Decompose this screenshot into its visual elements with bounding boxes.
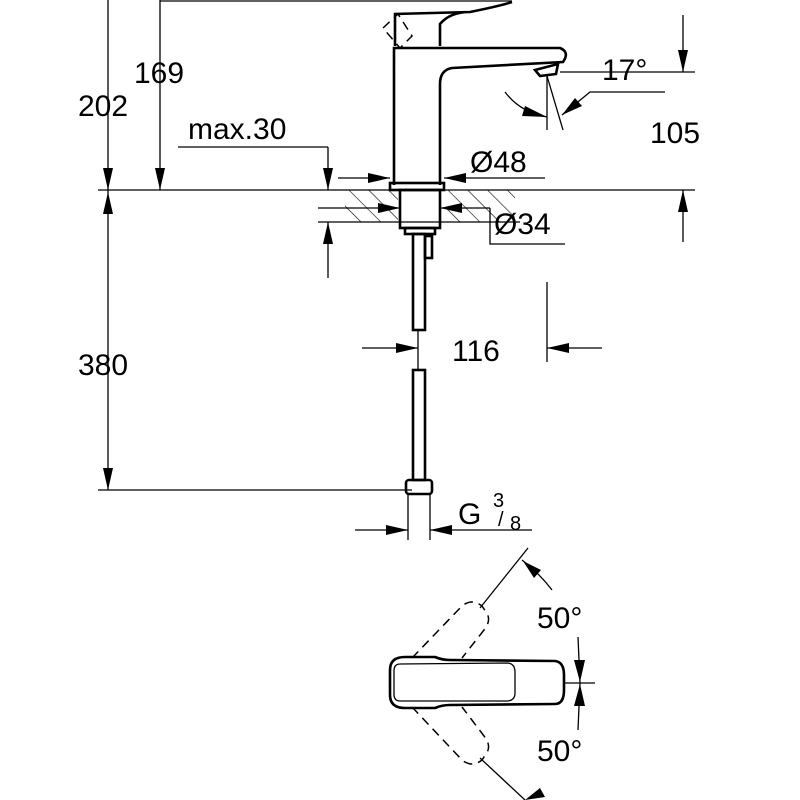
thread-dimension <box>355 525 532 535</box>
fraction-slash: / <box>498 509 504 531</box>
dim-169: 169 <box>134 57 184 90</box>
spout-angle-dimension <box>504 15 695 242</box>
height-dimensions <box>98 0 412 491</box>
dim-17deg: 17° <box>602 54 647 87</box>
dim-thread-numerator: 3 <box>493 490 504 512</box>
dim-380: 380 <box>78 349 128 382</box>
dim-202: 202 <box>78 90 128 123</box>
dim-116: 116 <box>452 335 500 368</box>
base-diameter-dimension <box>338 173 545 183</box>
dim-d48: Ø48 <box>470 146 527 179</box>
hole-diameter-dimension <box>318 203 565 245</box>
dim-105: 105 <box>650 117 700 150</box>
dim-lever-down: 50° <box>537 735 582 768</box>
lever-top-view <box>388 547 595 800</box>
dim-max30: max.30 <box>188 113 286 146</box>
dim-lever-up: 50° <box>537 602 582 635</box>
reach-dimension <box>362 282 602 370</box>
dim-d34: Ø34 <box>494 208 551 241</box>
faucet-side-view <box>381 0 568 540</box>
dim-thread-denominator: 8 <box>510 513 521 535</box>
dim-thread-g: G <box>458 498 481 531</box>
max-deck-dimension <box>178 146 333 278</box>
